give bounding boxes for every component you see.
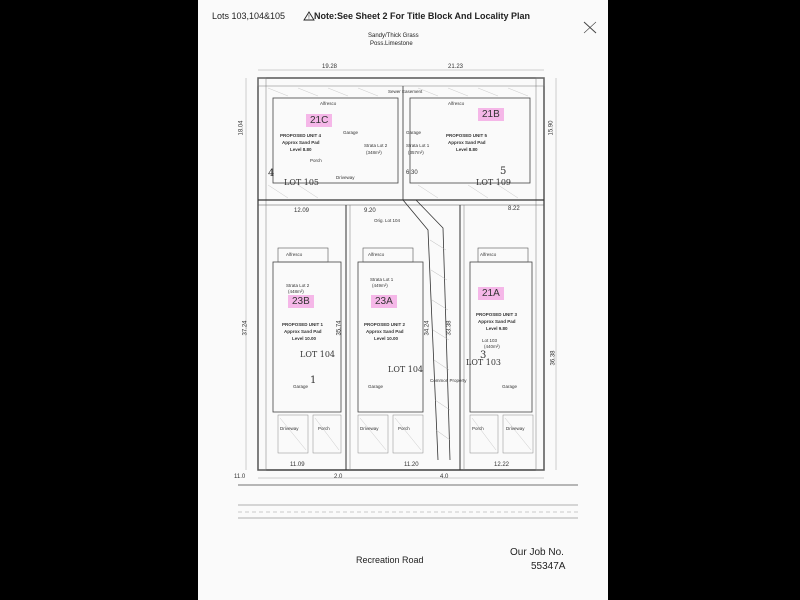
unit-4-building — [272, 97, 399, 184]
dim-21-23: 21.23 — [448, 64, 464, 70]
strata-lot-1: Strata Lot 1 — [370, 277, 394, 282]
unit-1-porch: Porch — [318, 426, 330, 431]
unit-2-pad: Approx Sand Pad — [366, 329, 404, 334]
plan-sheet: ! — [198, 0, 608, 600]
unit-1-alfresco: Alfresco — [286, 252, 303, 257]
dim-6-30: 6.30 — [406, 170, 418, 176]
unit-3-building — [469, 261, 533, 413]
unit-5-building — [409, 97, 531, 184]
dim-34-24: 34.24 — [424, 320, 431, 336]
dim-15-90: 15.90 — [548, 120, 555, 136]
unit-3-title: PROPOSED UNIT 3 — [476, 312, 518, 317]
unit-label-21c: 21C — [306, 114, 333, 127]
area-449: (449m²) — [372, 283, 388, 288]
strata-lot-2: Strata Lot 2 — [286, 283, 310, 288]
area-357: (357m²) — [408, 150, 424, 155]
orig-lot-104: Orig. Lot 104 — [374, 218, 401, 223]
unit-5-level: Level 8.80 — [456, 147, 478, 152]
unit-1-pad: Approx Sand Pad — [284, 329, 322, 334]
hand-num-3: 3 — [480, 350, 487, 361]
road-name: Recreation Road — [356, 555, 424, 565]
unit-4-porch: Porch — [310, 158, 322, 163]
hand-lot-104-left: LOT 104 — [300, 350, 336, 359]
unit-3-porch: Porch — [472, 426, 484, 431]
soil-subtype: Poss.Limestone — [370, 41, 413, 47]
dim-11-20: 11.20 — [404, 462, 419, 468]
unit-3-pad: Approx Sand Pad — [478, 319, 516, 324]
dim-35-74: 35.74 — [336, 320, 343, 336]
dim-12-22: 12.22 — [494, 462, 510, 468]
unit-4-level: Level 8.80 — [290, 147, 312, 152]
site-plan-drawing: ! — [238, 11, 597, 519]
area-440: (440m²) — [484, 344, 500, 349]
unit-2-alfresco: Alfresco — [368, 252, 385, 257]
unit-2-garage: Garage — [368, 384, 384, 389]
job-label: Our Job No. — [510, 547, 564, 558]
area-448: (448m²) — [288, 289, 304, 294]
unit-1-garage: Garage — [293, 384, 309, 389]
hand-lot-105: LOT 105 — [284, 178, 320, 187]
north-arrow-icon — [583, 21, 597, 34]
unit-1-driveway: Driveway — [280, 426, 299, 431]
unit-5-pad: Approx Sand Pad — [448, 140, 486, 145]
soil-type: Sandy/Thick Grass — [368, 33, 419, 39]
unit-5-title: PROPOSED UNIT 5 — [446, 133, 488, 138]
dim-9-20: 9.20 — [364, 208, 376, 214]
unit-label-21a: 21A — [478, 287, 504, 300]
hand-num-4: 4 — [268, 168, 275, 179]
warning-icon: ! — [303, 11, 315, 21]
unit-2-title: PROPOSED UNIT 2 — [364, 322, 406, 327]
strata-lot-1-top: Strata Lot 1 — [406, 143, 430, 148]
hand-lot-109: LOT 109 — [476, 178, 512, 187]
unit-4-pad: Approx Sand Pad — [282, 140, 320, 145]
svg-text:!: ! — [308, 15, 310, 21]
unit-2-porch: Porch — [398, 426, 410, 431]
unit-2-driveway: Driveway — [360, 426, 379, 431]
unit-label-23a: 23A — [371, 295, 397, 308]
dim-8-22: 8.22 — [508, 206, 520, 212]
dim-4-0: 4.0 — [440, 474, 449, 480]
hand-lot-103: LOT 103 — [466, 358, 502, 367]
unit-4-alfresco: Alfresco — [320, 101, 337, 106]
dim-11-09: 11.09 — [290, 462, 305, 468]
area-348: (348m²) — [366, 150, 382, 155]
unit-4-driveway: Driveway — [336, 175, 355, 180]
unit-5-alfresco: Alfresco — [448, 101, 465, 106]
unit-2-level: Level 10.00 — [374, 336, 399, 341]
dim-36-38: 36.38 — [550, 350, 557, 366]
lots-title: Lots 103,104&105 — [212, 11, 286, 21]
strata-lot-2-top: Strata Lot 2 — [364, 143, 388, 148]
lot-103: Lot 103 — [482, 338, 498, 343]
hand-lot-104-mid: LOT 104 — [388, 365, 424, 374]
hand-num-5: 5 — [500, 166, 507, 177]
sewer-easement: Sewer Easement — [388, 89, 423, 94]
unit-4-title: PROPOSED UNIT 4 — [280, 133, 322, 138]
job-number: 55347A — [531, 561, 566, 572]
dim-37-24: 37.24 — [242, 320, 249, 336]
unit-3-alfresco: Alfresco — [480, 252, 497, 257]
common-property: Common Property — [430, 378, 467, 383]
dim-19-28: 19.28 — [322, 64, 338, 70]
unit-label-23b: 23B — [288, 295, 314, 308]
dim-18-04: 18.04 — [238, 120, 245, 136]
dim-33-38: 33.38 — [446, 320, 453, 336]
dim-12-09: 12.09 — [294, 208, 310, 214]
unit-3-driveway: Driveway — [506, 426, 525, 431]
hand-num-1: 1 — [310, 375, 317, 386]
unit-4-garage: Garage — [343, 130, 359, 135]
unit-5-garage: Garage — [406, 130, 422, 135]
unit-3-level: Level 9.80 — [486, 326, 508, 331]
sheet-note: Note:See Sheet 2 For Title Block And Loc… — [314, 11, 531, 21]
unit-3-garage: Garage — [502, 384, 518, 389]
dim-2-0: 2.0 — [334, 474, 343, 480]
unit-label-21b: 21B — [478, 108, 504, 121]
dim-11-0: 11.0 — [234, 474, 246, 480]
unit-1-title: PROPOSED UNIT 1 — [282, 322, 324, 327]
unit-1-level: Level 10.00 — [292, 336, 317, 341]
